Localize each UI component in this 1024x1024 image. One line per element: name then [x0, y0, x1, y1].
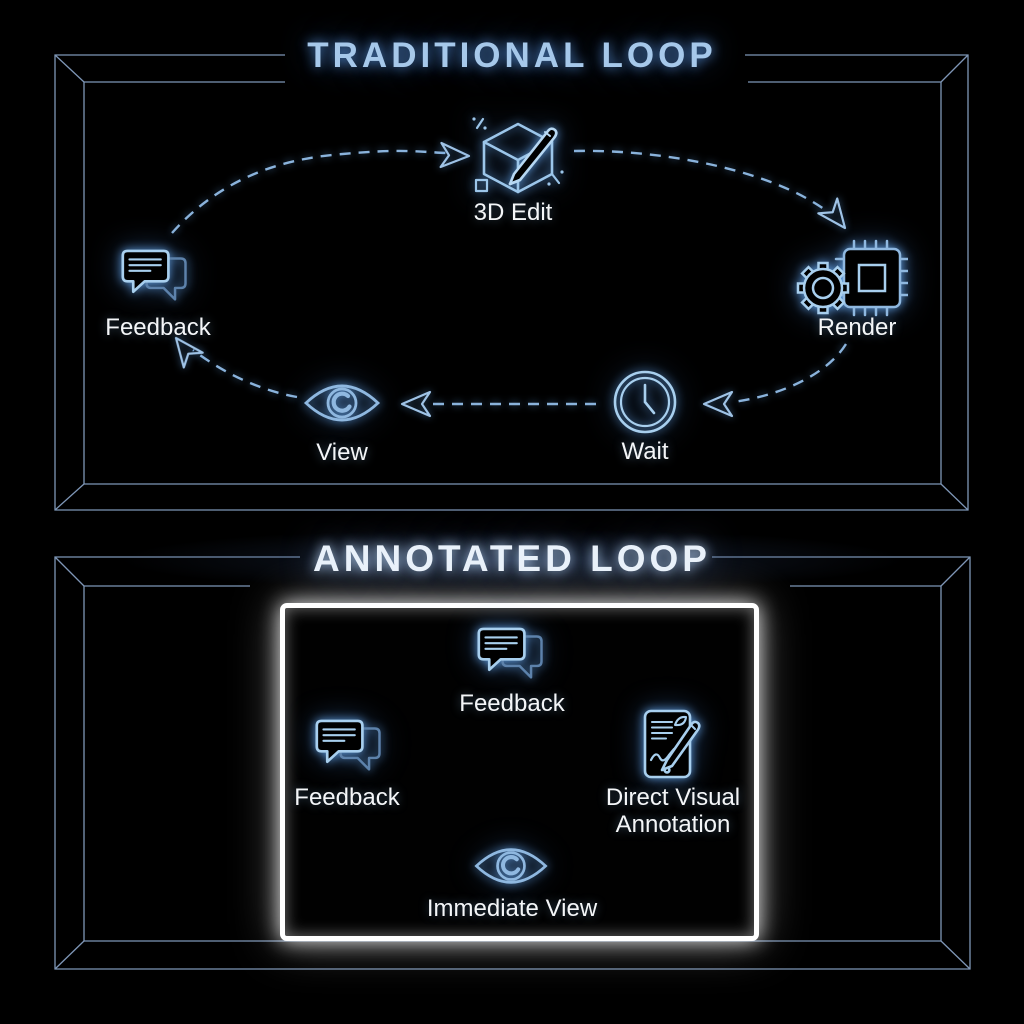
node-label-direct-annotation: Direct Visual Annotation: [605, 784, 741, 838]
arrowhead-icon: [400, 390, 432, 418]
chat-bubbles-icon: [313, 717, 389, 778]
tablet-pen-icon: [642, 708, 702, 784]
arc-render-to-wait: [732, 343, 848, 404]
gear-chip-icon: [796, 237, 908, 319]
eye-icon: [302, 377, 382, 429]
title-glow-band: [120, 528, 904, 592]
cube-edit-icon: [464, 112, 568, 200]
dashed-loop-arcs: [171, 149, 848, 406]
annotated-frame: [54, 556, 971, 970]
node-label-view: View: [316, 439, 368, 466]
node-label-feedback: Feedback: [105, 314, 211, 341]
traditional-frame: [54, 54, 969, 511]
arc-feedback-to-edit: [171, 149, 447, 234]
node-label-feedback-left: Feedback: [294, 784, 400, 811]
node-label-feedback-top: Feedback: [459, 690, 565, 717]
node-label-wait: Wait: [621, 438, 669, 465]
eye-icon: [472, 841, 550, 891]
chat-bubbles-icon: [119, 247, 195, 308]
arc-edit-to-render: [573, 149, 829, 213]
arrowhead-icon: [702, 390, 734, 418]
annotated-loop-title: ANNOTATED LOOP: [313, 538, 711, 579]
node-label-render: Render: [817, 314, 897, 341]
node-label-immediate-view: Immediate View: [426, 895, 598, 922]
arc-view-to-feedback: [192, 349, 298, 399]
node-label-3d-edit: 3D Edit: [473, 199, 553, 226]
chat-bubbles-icon: [475, 625, 551, 686]
clock-icon: [611, 368, 679, 436]
arrowhead-icon: [817, 197, 856, 237]
traditional-loop-title: TRADITIONAL LOOP: [307, 36, 717, 75]
